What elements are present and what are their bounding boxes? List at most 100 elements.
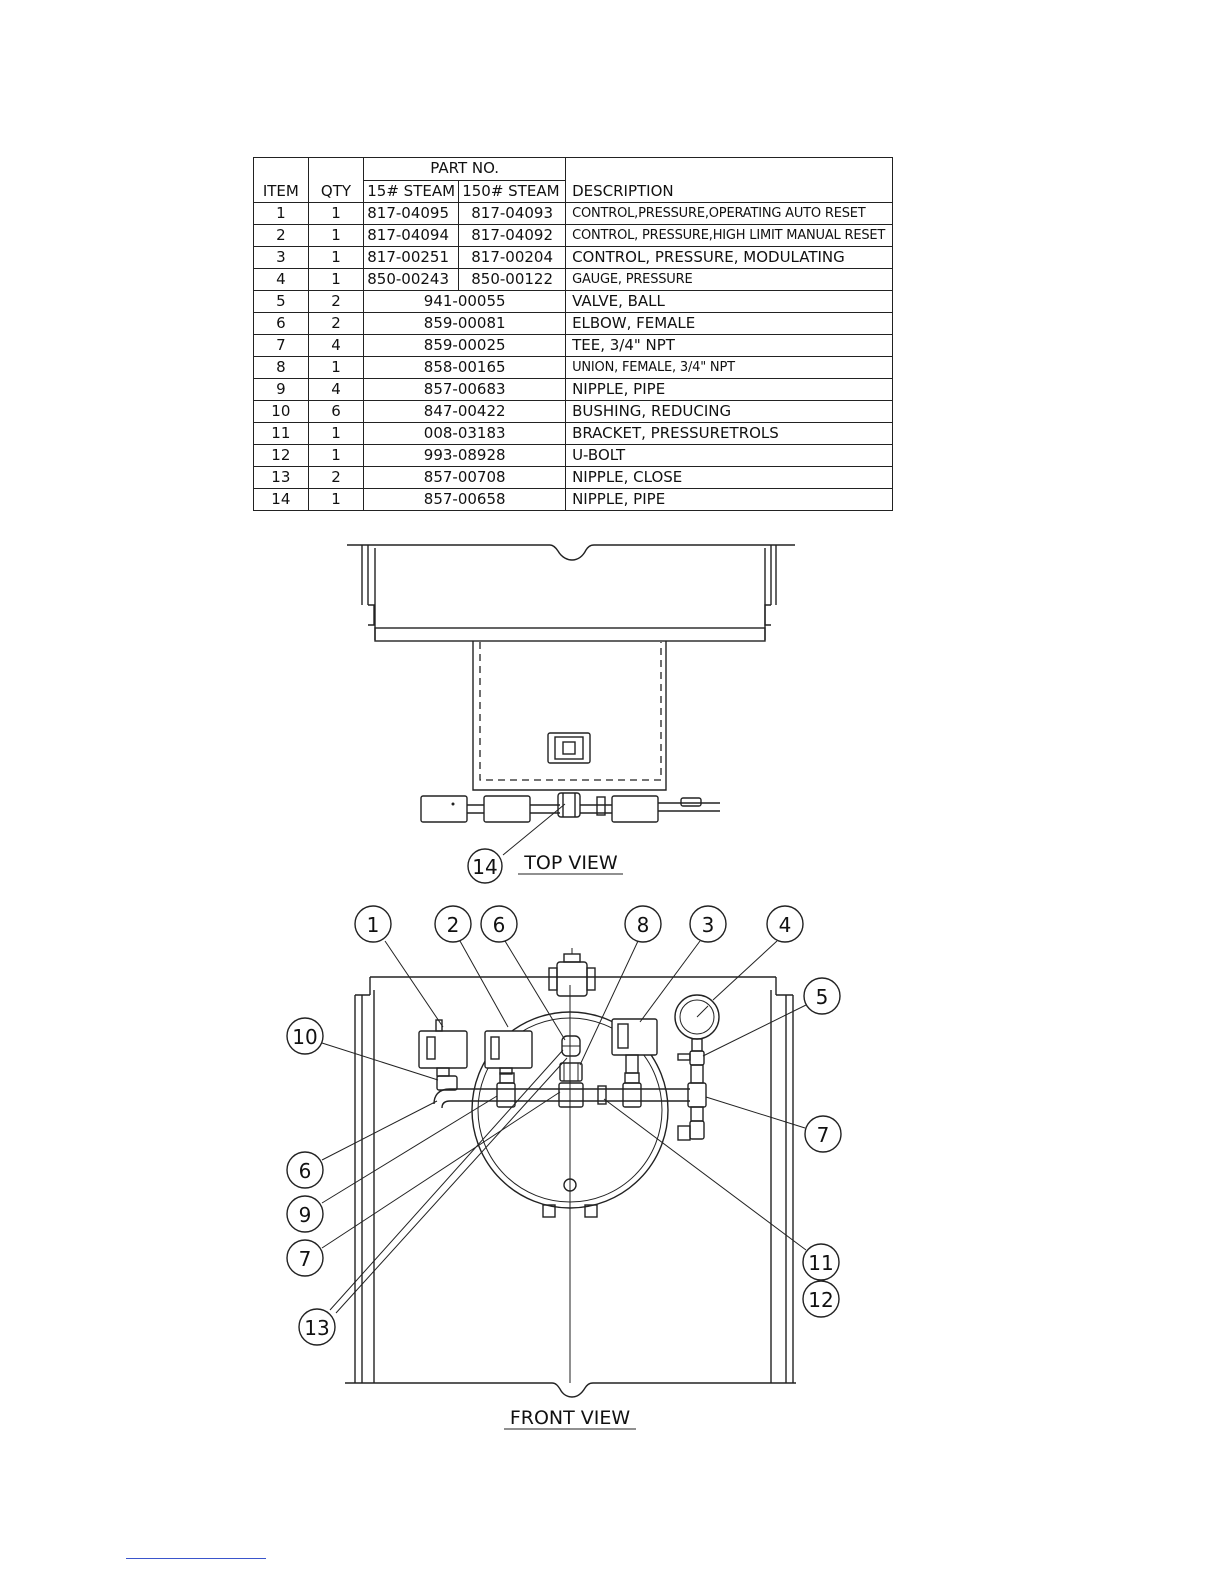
control-1-box bbox=[418, 1019, 468, 1077]
control-1-dial bbox=[426, 1036, 436, 1060]
balloon-2-label: 2 bbox=[447, 913, 460, 937]
item-cell: 14 bbox=[253, 488, 309, 511]
description-cell: CONTROL, PRESSURE, MODULATING bbox=[565, 246, 893, 269]
steam-outlet-left-flange bbox=[548, 967, 558, 991]
top-control-1 bbox=[420, 795, 468, 823]
front-bottom-break-line bbox=[345, 1382, 796, 1398]
description-cell: UNION, FEMALE, 3/4" NPT bbox=[565, 356, 893, 379]
header-pipe bbox=[450, 1088, 690, 1102]
leader-4 bbox=[712, 940, 778, 1001]
top-housing-side bbox=[361, 545, 777, 605]
description-cell: TEE, 3/4" NPT bbox=[565, 334, 893, 357]
item-cell: 13 bbox=[253, 466, 309, 489]
header-qty: QTY bbox=[307, 157, 365, 203]
leader-5 bbox=[702, 1004, 807, 1057]
leader-2 bbox=[459, 940, 509, 1028]
steam-outlet-fitting bbox=[556, 961, 588, 997]
balloon-7-left bbox=[286, 1239, 324, 1277]
top-pipe-run bbox=[467, 802, 720, 814]
leader-11 bbox=[603, 1098, 807, 1251]
tank-foot-right bbox=[584, 1204, 598, 1218]
front-inner-panels bbox=[373, 990, 772, 1383]
ball-valve-upper bbox=[689, 1050, 705, 1066]
gauge-lower-riser bbox=[690, 1106, 704, 1122]
leader-8 bbox=[579, 940, 639, 1066]
description-cell: ELBOW, FEMALE bbox=[565, 312, 893, 335]
control-3-stem bbox=[625, 1054, 639, 1074]
table-row: 14 1 857-00658 NIPPLE, PIPE bbox=[253, 488, 893, 511]
header-15-steam: 15# STEAM bbox=[363, 179, 460, 203]
control-2-box bbox=[484, 1030, 533, 1075]
control-3-box bbox=[611, 1018, 658, 1074]
leader-6-top bbox=[504, 940, 566, 1041]
description-cell: NIPPLE, PIPE bbox=[565, 488, 893, 511]
steam-outlet-cap bbox=[563, 953, 581, 963]
tank-foot-left bbox=[542, 1204, 556, 1218]
control-2-dial bbox=[490, 1036, 500, 1060]
part-150-cell: 817-00204 bbox=[458, 246, 567, 269]
top-control-2 bbox=[483, 795, 531, 823]
top-sight-port-inner bbox=[554, 736, 584, 760]
tee-center bbox=[558, 1082, 584, 1108]
front-side-panels bbox=[354, 995, 794, 1383]
control-1-body bbox=[418, 1030, 468, 1069]
gauge-needle bbox=[696, 1005, 709, 1018]
leader-13 bbox=[329, 1049, 568, 1314]
balloon-12-label: 12 bbox=[808, 1288, 833, 1312]
balloon-14-label: 14 bbox=[472, 855, 497, 879]
gauge-riser bbox=[690, 1064, 704, 1084]
balloon-11-label: 11 bbox=[808, 1251, 833, 1275]
bushing-3 bbox=[624, 1072, 640, 1084]
header-150-steam: 150# STEAM bbox=[458, 179, 567, 203]
balloon-5-label: 5 bbox=[816, 985, 829, 1009]
front-view-title: FRONT VIEW bbox=[510, 1407, 631, 1429]
balloon-8 bbox=[624, 905, 662, 943]
part-150-cell: 817-04093 bbox=[458, 202, 567, 225]
leader-10 bbox=[321, 1042, 439, 1081]
top-union bbox=[557, 792, 581, 818]
top-union-lines bbox=[562, 793, 576, 817]
top-view-break-line bbox=[347, 544, 795, 561]
ball-valve-lower-handle bbox=[677, 1125, 691, 1141]
table-row: 10 6 847-00422 BUSHING, REDUCING bbox=[253, 400, 893, 423]
gauge-stem bbox=[691, 1038, 703, 1052]
item-cell: 11 bbox=[253, 422, 309, 445]
top-view: 14 TOP VIEW bbox=[347, 544, 795, 884]
table-row: 6 2 859-00081 ELBOW, FEMALE bbox=[253, 312, 893, 335]
balloon-12 bbox=[802, 1280, 840, 1318]
part-cell: 857-00658 bbox=[363, 488, 567, 511]
table-row: 7 4 859-00025 TEE, 3/4" NPT bbox=[253, 334, 893, 357]
top-gauge-valve bbox=[680, 797, 702, 807]
tee-gauge bbox=[687, 1082, 707, 1108]
parts-list-table: ITEM QTY PART NO. DESCRIPTION 15# STEAM … bbox=[253, 157, 893, 511]
union-8-lines bbox=[563, 1063, 579, 1081]
leader-9 bbox=[321, 1095, 498, 1204]
leader-7-right bbox=[705, 1096, 806, 1129]
top-ubolt bbox=[596, 796, 606, 816]
table-row: 8 1 858-00165 UNION, FEMALE, 3/4" NPT bbox=[253, 356, 893, 379]
top-sight-port bbox=[547, 732, 591, 764]
item-cell: 7 bbox=[253, 334, 309, 357]
balloon-3-label: 3 bbox=[702, 913, 715, 937]
control-1-port bbox=[436, 1067, 450, 1077]
balloon-7-right-label: 7 bbox=[817, 1123, 830, 1147]
description-cell: CONTROL, PRESSURE,HIGH LIMIT MANUAL RESE… bbox=[565, 224, 893, 247]
description-cell: BRACKET, PRESSURETROLS bbox=[565, 422, 893, 445]
part-cell: 993-08928 bbox=[363, 444, 567, 467]
table-row: 1 1 817-04095 817-04093 CONTROL,PRESSURE… bbox=[253, 202, 893, 225]
top-housing-inner bbox=[374, 548, 766, 640]
part-cell: 941-00055 bbox=[363, 290, 567, 313]
union-8 bbox=[559, 1062, 583, 1082]
top-control-3 bbox=[611, 795, 659, 823]
ubolt-bracket bbox=[597, 1085, 607, 1105]
front-top-frame bbox=[369, 976, 777, 995]
leader-lines bbox=[321, 940, 807, 1314]
balloon-9-label: 9 bbox=[299, 1203, 312, 1227]
table-row: 13 2 857-00708 NIPPLE, CLOSE bbox=[253, 466, 893, 489]
elbow-left bbox=[433, 1088, 451, 1109]
balloon-6-left bbox=[286, 1151, 324, 1189]
footer-rule bbox=[126, 1558, 266, 1559]
leader-7-left bbox=[321, 1091, 561, 1249]
tee-right bbox=[622, 1082, 642, 1108]
